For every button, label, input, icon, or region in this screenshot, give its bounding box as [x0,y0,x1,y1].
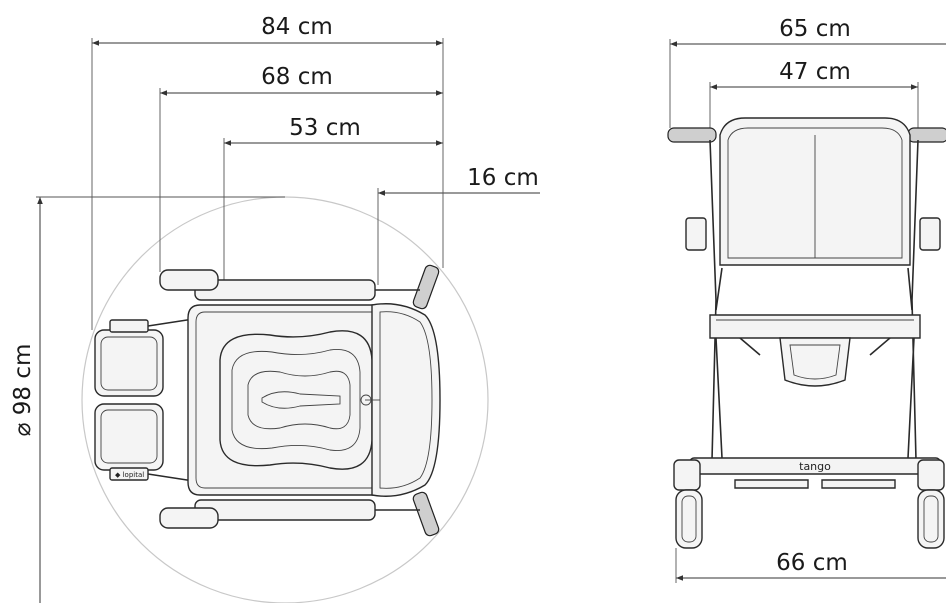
top-view: 84 cm 68 cm 53 cm 16 cm ⌀ 98 cm ◆ lopita… [10,14,540,603]
front-dimension-lines [669,39,946,583]
dim-68cm-label: 68 cm [261,64,333,90]
dim-16cm-label: 16 cm [467,165,539,191]
footrest-brand-bottom: ◆ lopital [115,471,144,479]
dim-53cm-label: 53 cm [289,115,361,141]
top-dimension-lines [36,38,540,603]
chair-top-body: ◆ lopital [94,264,441,537]
brand-label: tango [799,460,831,473]
dim-84cm-label: 84 cm [261,14,333,40]
dim-66cm-label: 66 cm [776,550,848,576]
dim-65cm-label: 65 cm [779,16,851,42]
dim-47cm-label: 47 cm [779,59,851,85]
dim-98cm-diameter-label: ⌀ 98 cm [10,344,36,437]
front-view: 65 cm 47 cm 66 cm [667,16,946,583]
chair-front-body: tango [667,117,946,549]
